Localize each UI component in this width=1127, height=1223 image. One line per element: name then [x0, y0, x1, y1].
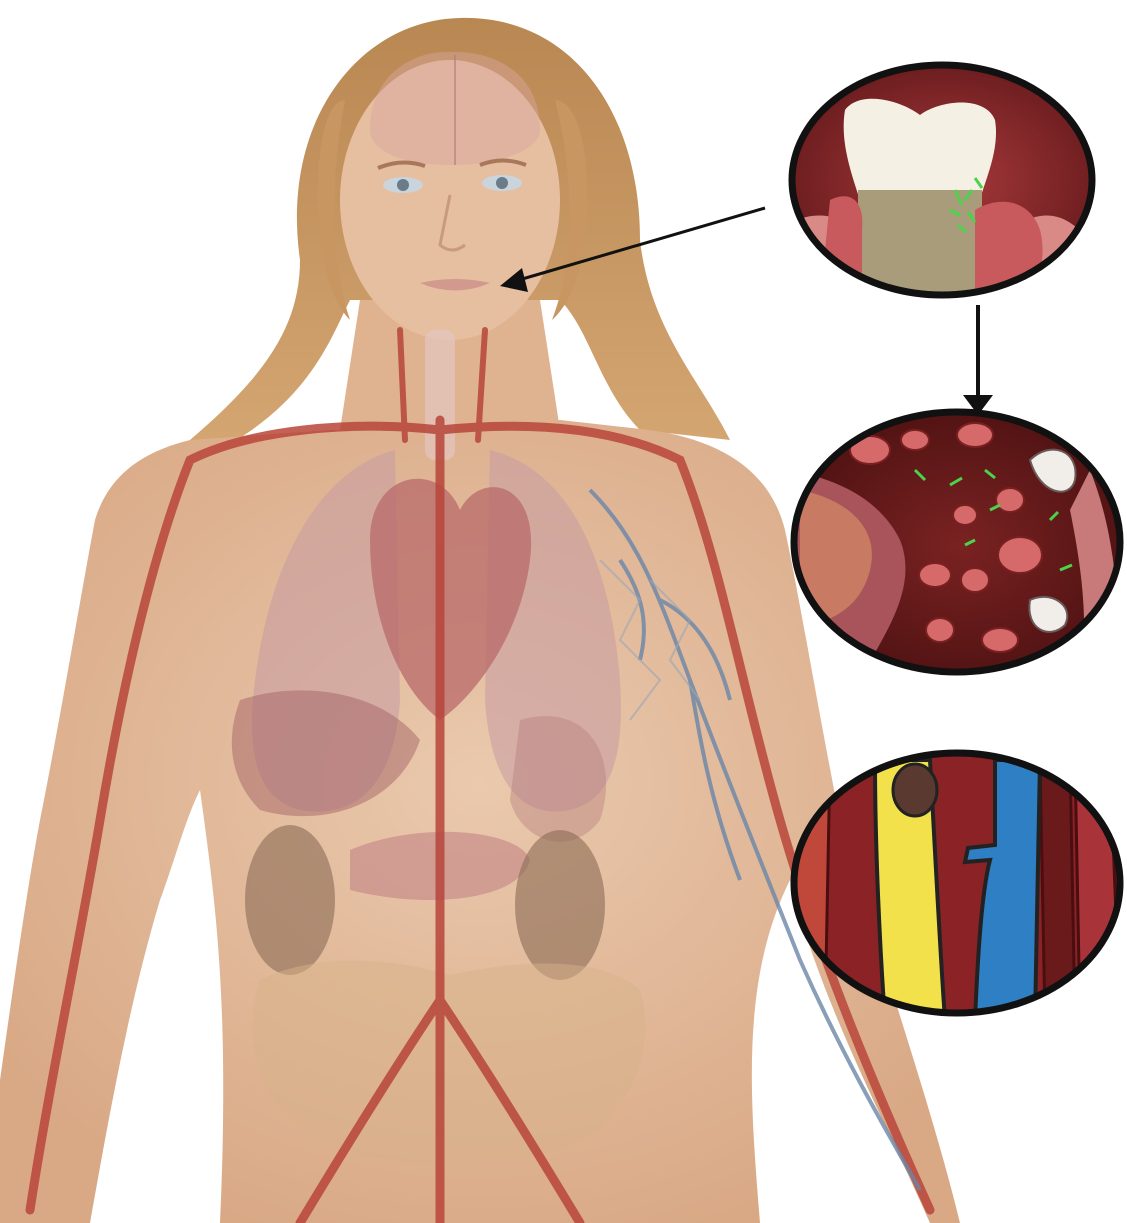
intestines: [253, 961, 646, 1164]
right-kidney: [515, 830, 605, 980]
plaque-deposit: [893, 764, 937, 816]
left-kidney: [245, 825, 335, 975]
gum-disease-inset: [780, 60, 1110, 300]
blood-bacteria-inset: [790, 410, 1127, 680]
